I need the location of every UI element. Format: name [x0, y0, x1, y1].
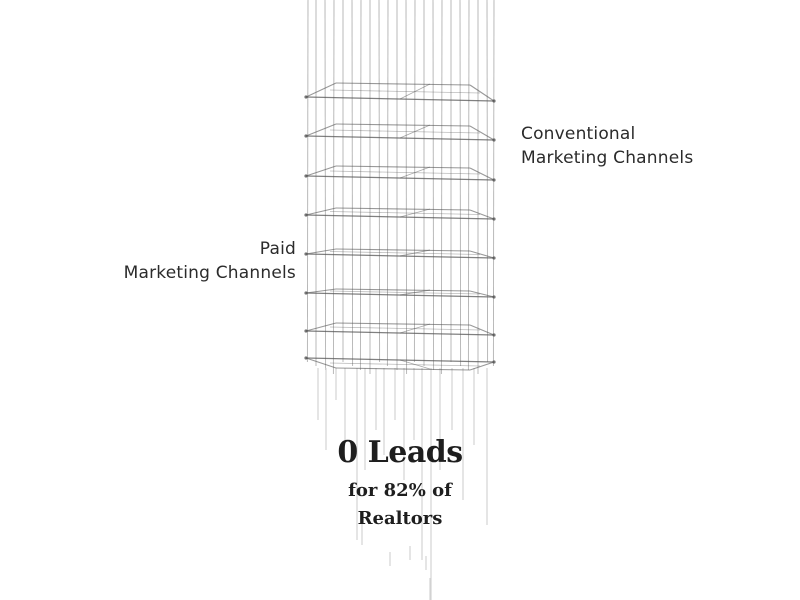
frame-side-edge	[469, 84, 495, 102]
wire-joint	[304, 213, 308, 217]
frame-side-edge	[305, 357, 337, 369]
subheadline-line2: Realtors	[357, 508, 443, 529]
lower-strands	[317, 368, 488, 600]
paid-channels-label: Paid Marketing Channels	[124, 237, 296, 285]
vertical-wires	[306, 0, 495, 375]
wire-frame	[304, 322, 496, 337]
frame-mid	[329, 362, 481, 367]
frame-side-edge	[469, 209, 495, 220]
frame-cross	[399, 124, 431, 139]
frame-mid	[329, 129, 481, 134]
subheadline-line1: for 82% of	[348, 480, 452, 501]
frame-side-edge	[305, 123, 337, 137]
vertical-wire	[359, 0, 362, 371]
frame-cross	[399, 323, 431, 334]
conventional-label-line1: Conventional	[521, 124, 636, 144]
frame-cross	[399, 359, 431, 370]
wire-joint	[492, 295, 496, 299]
paid-label-line1: Paid	[259, 239, 296, 259]
wire-joint	[492, 256, 496, 260]
vertical-wire	[413, 0, 416, 363]
wire-joint	[304, 174, 308, 178]
frame-cross	[399, 249, 431, 257]
wire-joint	[492, 333, 496, 337]
vertical-wire	[324, 0, 327, 371]
frame-mid	[329, 211, 481, 215]
frame-back-edge	[335, 322, 471, 326]
wire-joint	[304, 95, 308, 99]
frame-back-edge	[335, 123, 471, 127]
wire-frame	[304, 123, 496, 142]
wire-joint	[492, 217, 496, 221]
wire-frame	[304, 82, 496, 103]
wire-frame	[304, 288, 496, 299]
frame-mid	[329, 251, 481, 255]
frame-cross	[399, 83, 431, 100]
frame-back-edge	[335, 165, 471, 169]
frame-back-edge	[335, 367, 471, 371]
frame-side-edge	[469, 167, 495, 181]
vertical-wire	[405, 0, 408, 375]
frame-mid	[329, 170, 481, 175]
frame-mid	[329, 326, 481, 331]
wire-joint	[304, 356, 308, 360]
frame-side-edge	[469, 290, 495, 298]
wire-joint	[492, 360, 496, 364]
frame-back-edge	[335, 207, 471, 211]
wire-frame	[304, 356, 496, 371]
frame-side-edge	[469, 125, 495, 141]
wire-frame	[304, 165, 496, 182]
frame-side-edge	[305, 82, 337, 98]
frame-back-edge	[335, 288, 471, 292]
wire-joint	[492, 99, 496, 103]
frame-back-edge	[335, 82, 471, 86]
vertical-wire	[378, 0, 381, 363]
frame-cross	[399, 208, 431, 218]
frame-cross	[399, 289, 431, 296]
vertical-wire	[332, 0, 335, 375]
frame-cross	[399, 166, 431, 179]
frame-side-edge	[305, 288, 337, 294]
paid-label-line2: Marketing Channels	[123, 263, 296, 283]
wire-joint	[304, 252, 308, 256]
frame-side-edge	[305, 322, 337, 332]
wire-frame	[304, 207, 496, 221]
vertical-wire	[432, 0, 435, 371]
wire-joint	[492, 178, 496, 182]
frame-side-edge	[305, 248, 337, 255]
vertical-wire	[459, 0, 462, 367]
frame-mid	[329, 89, 481, 94]
conventional-channels-label: Conventional Marketing Channels	[521, 122, 693, 170]
frame-side-edge	[469, 324, 495, 336]
vertical-wire	[351, 0, 354, 367]
vertical-wire	[306, 0, 309, 363]
frame-side-edge	[305, 165, 337, 177]
leads-subheadline: for 82% of Realtors	[250, 477, 550, 533]
leads-headline: 0 Leads	[337, 435, 463, 470]
vertical-wire	[492, 0, 495, 367]
wire-joint	[492, 138, 496, 142]
frame-side-edge	[469, 250, 495, 259]
frame-mid	[329, 290, 481, 295]
vertical-wire	[486, 0, 489, 363]
vertical-wire	[386, 0, 389, 367]
conventional-label-line2: Marketing Channels	[521, 148, 694, 168]
wire-frames	[304, 82, 496, 371]
frame-side-edge	[305, 207, 337, 216]
wire-joint	[304, 291, 308, 295]
wire-frame	[304, 248, 496, 260]
frame-back-edge	[335, 248, 471, 252]
vertical-wire	[440, 0, 443, 375]
wire-joint	[304, 329, 308, 333]
vertical-wire	[467, 0, 470, 371]
frame-side-edge	[469, 361, 495, 371]
wire-joint	[304, 134, 308, 138]
